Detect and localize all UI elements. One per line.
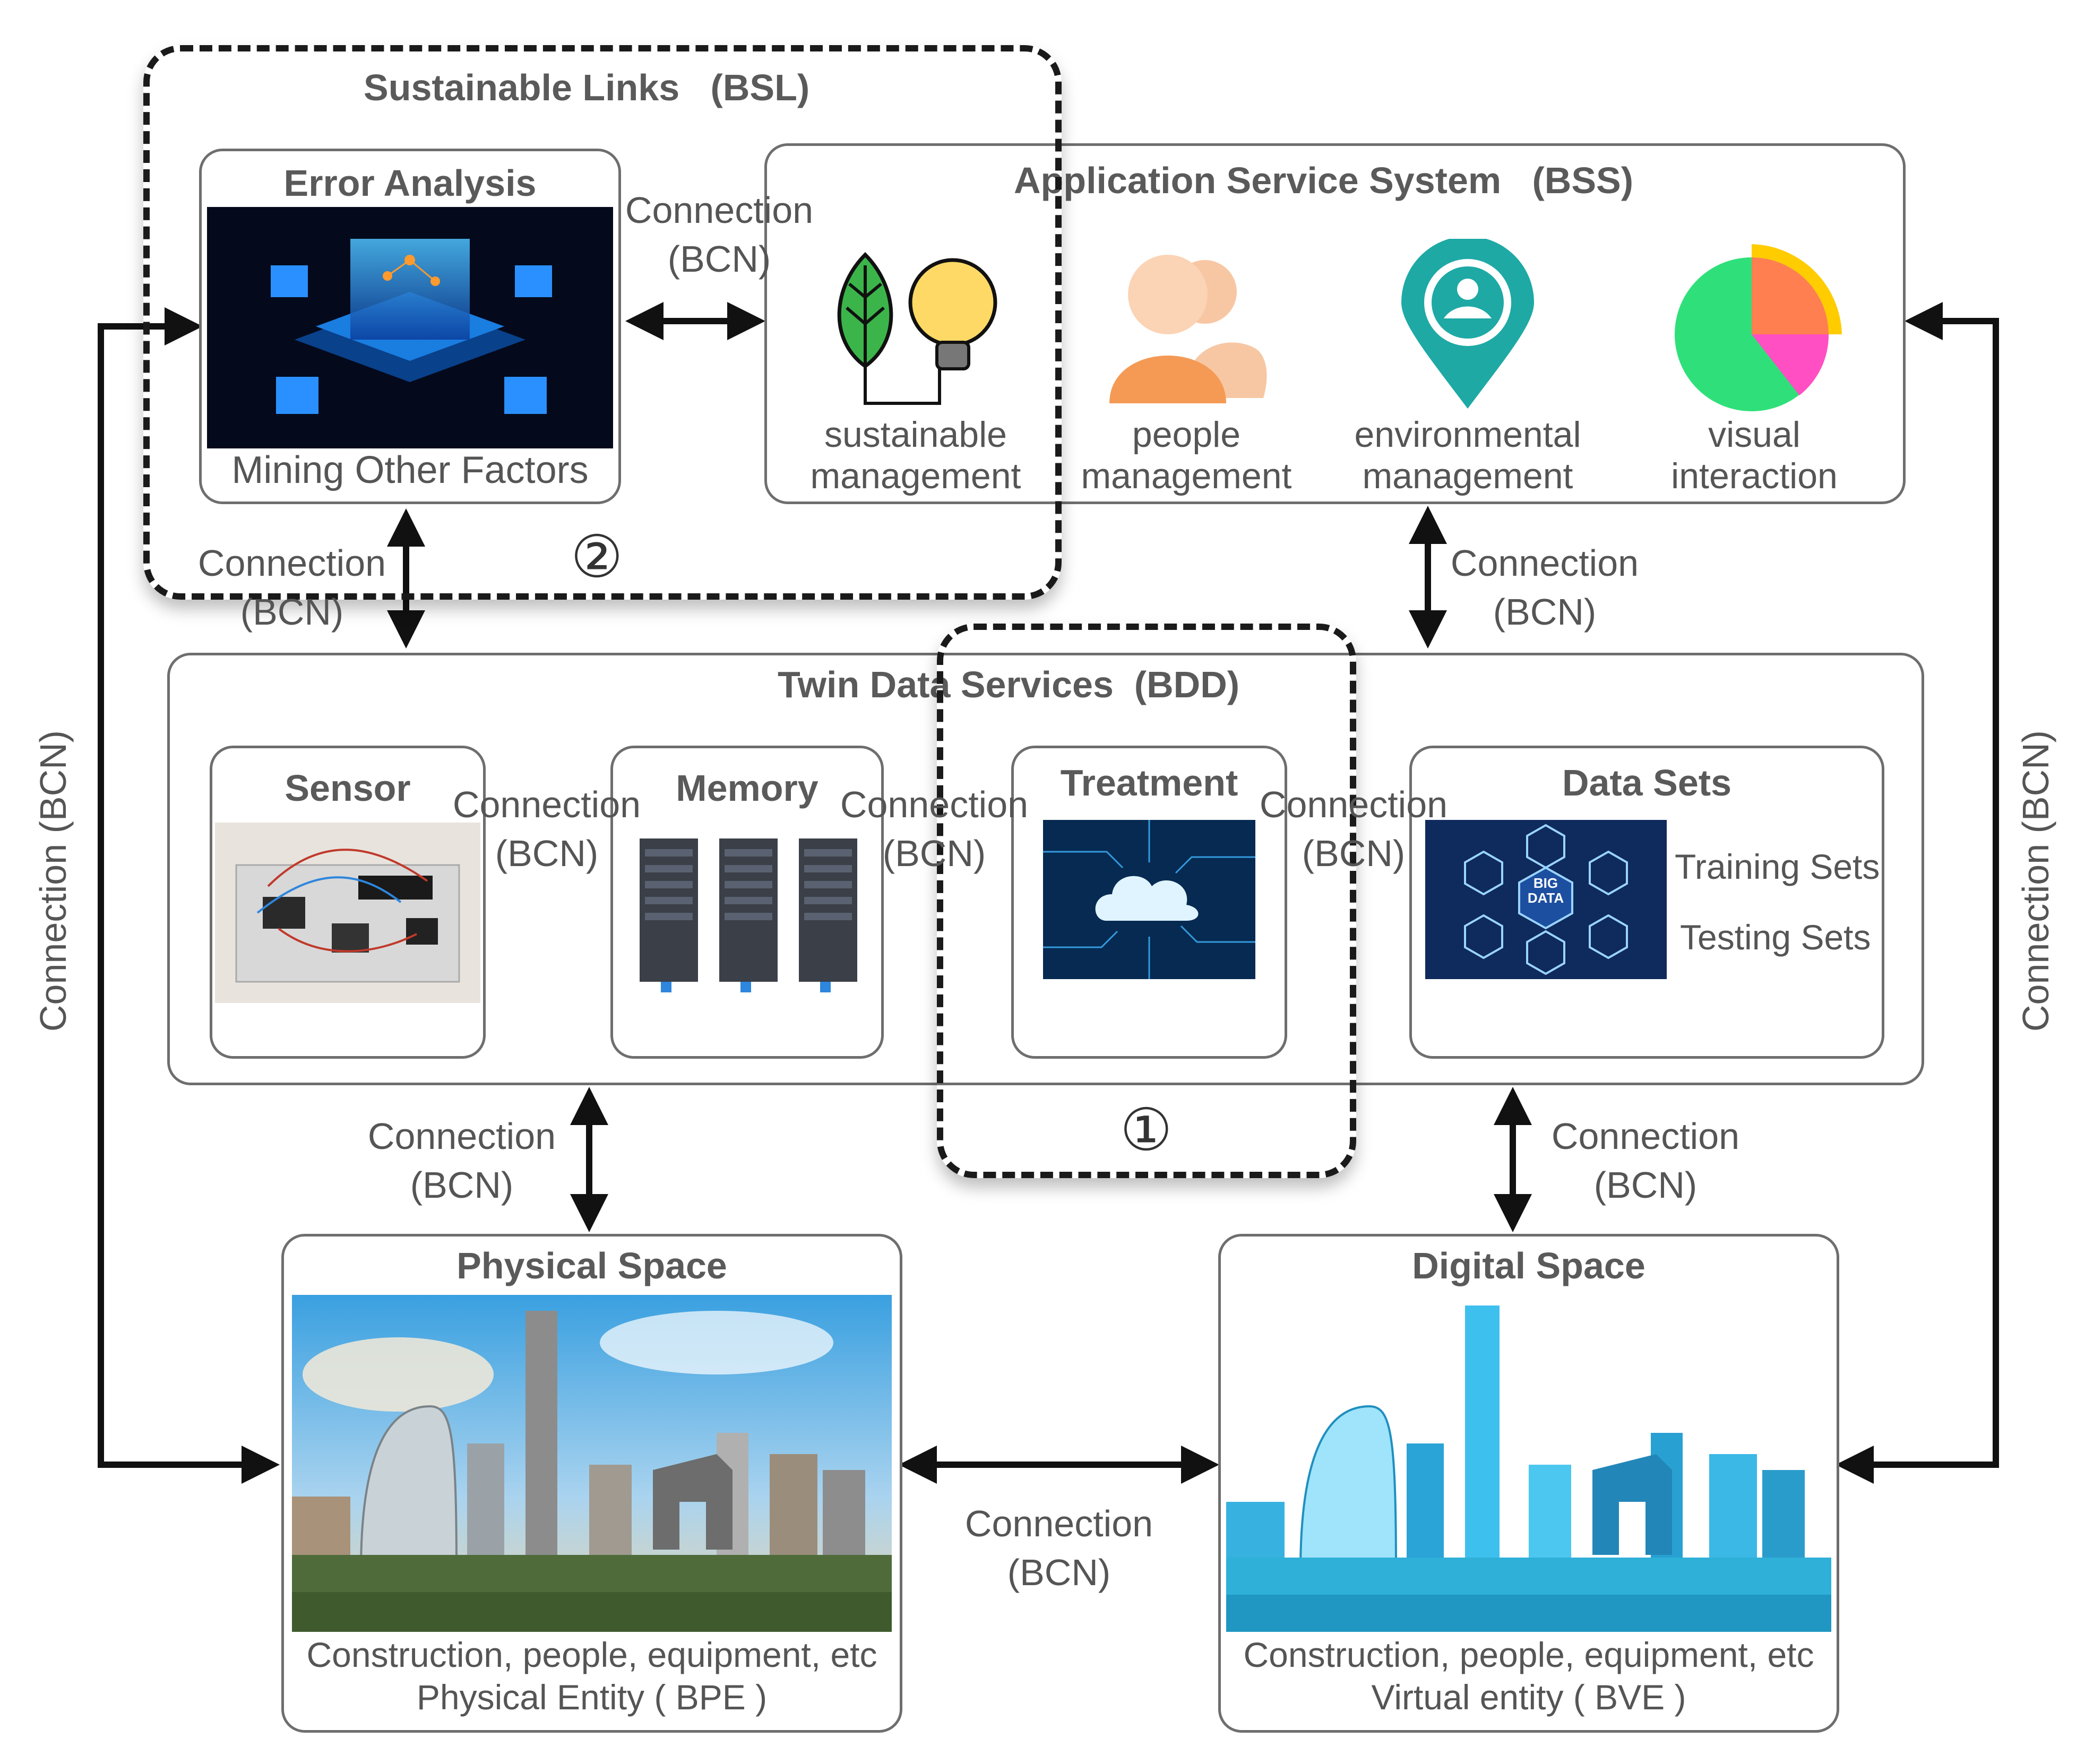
connection-label: Connection(BCN) (1259, 784, 1448, 874)
right-connection-label: Connection (BCN) (2015, 730, 2056, 1032)
digital-space-line1: Construction, people, equipment, etc (1243, 1635, 1814, 1674)
sensor-image (215, 823, 480, 1003)
error-analysis-image (207, 207, 613, 448)
connection-label: Connection(BCN) (840, 784, 1029, 874)
error-analysis-caption: Mining Other Factors (231, 449, 589, 491)
treatment-image (1043, 820, 1255, 979)
application-service-title: Application Service System (BSS) (1014, 160, 1634, 201)
training-sets-label: Training Sets (1675, 847, 1880, 886)
connection-label: Connection(BCN) (367, 1116, 556, 1206)
twin-data-services-title: Twin Data Services (BDD) (778, 664, 1240, 705)
treatment-title: Treatment (1060, 762, 1238, 803)
memory-title: Memory (676, 767, 819, 809)
data-sets-badge: BIG DATA (1527, 875, 1564, 906)
left-connection-label: Connection (BCN) (32, 730, 74, 1032)
sustainable-links-marker: ② (571, 524, 623, 590)
leaf-bulb-icon (828, 244, 1009, 414)
digital-space-title: Digital Space (1412, 1245, 1645, 1286)
testing-sets-label: Testing Sets (1680, 918, 1871, 957)
pie-chart-icon (1667, 244, 1842, 414)
connection-label: Connection(BCN) (1551, 1116, 1740, 1206)
error-analysis-title: Error Analysis (283, 162, 537, 204)
connection-label: Connection(BCN) (197, 542, 386, 633)
physical-space-line1: Construction, people, equipment, etc (306, 1635, 877, 1674)
connection-label: Connection(BCN) (452, 784, 641, 874)
physical-space-image (292, 1295, 892, 1632)
sustainable-links-title: Sustainable Links (BSL) (364, 67, 810, 108)
location-pin-icon (1396, 239, 1539, 414)
physical-space-line2: Physical Entity ( BPE ) (416, 1677, 768, 1717)
data-sets-image (1425, 820, 1667, 979)
memory-image (632, 833, 871, 992)
physical-space-title: Physical Space (456, 1245, 727, 1286)
data-sets-title: Data Sets (1562, 762, 1732, 803)
digital-space-image (1226, 1295, 1831, 1632)
connection-label: Connection(BCN) (625, 189, 814, 280)
digital-space-line2: Virtual entity ( BVE ) (1371, 1677, 1686, 1717)
treatment-marker: ① (1120, 1097, 1173, 1163)
people-icon (1104, 244, 1274, 409)
connection-label: Connection(BCN) (964, 1503, 1153, 1593)
treatment-highlight-region (937, 624, 1356, 1178)
connection-label: Connection(BCN) (1450, 542, 1639, 633)
sensor-title: Sensor (285, 767, 411, 809)
sustainable-links-region (143, 45, 1062, 600)
